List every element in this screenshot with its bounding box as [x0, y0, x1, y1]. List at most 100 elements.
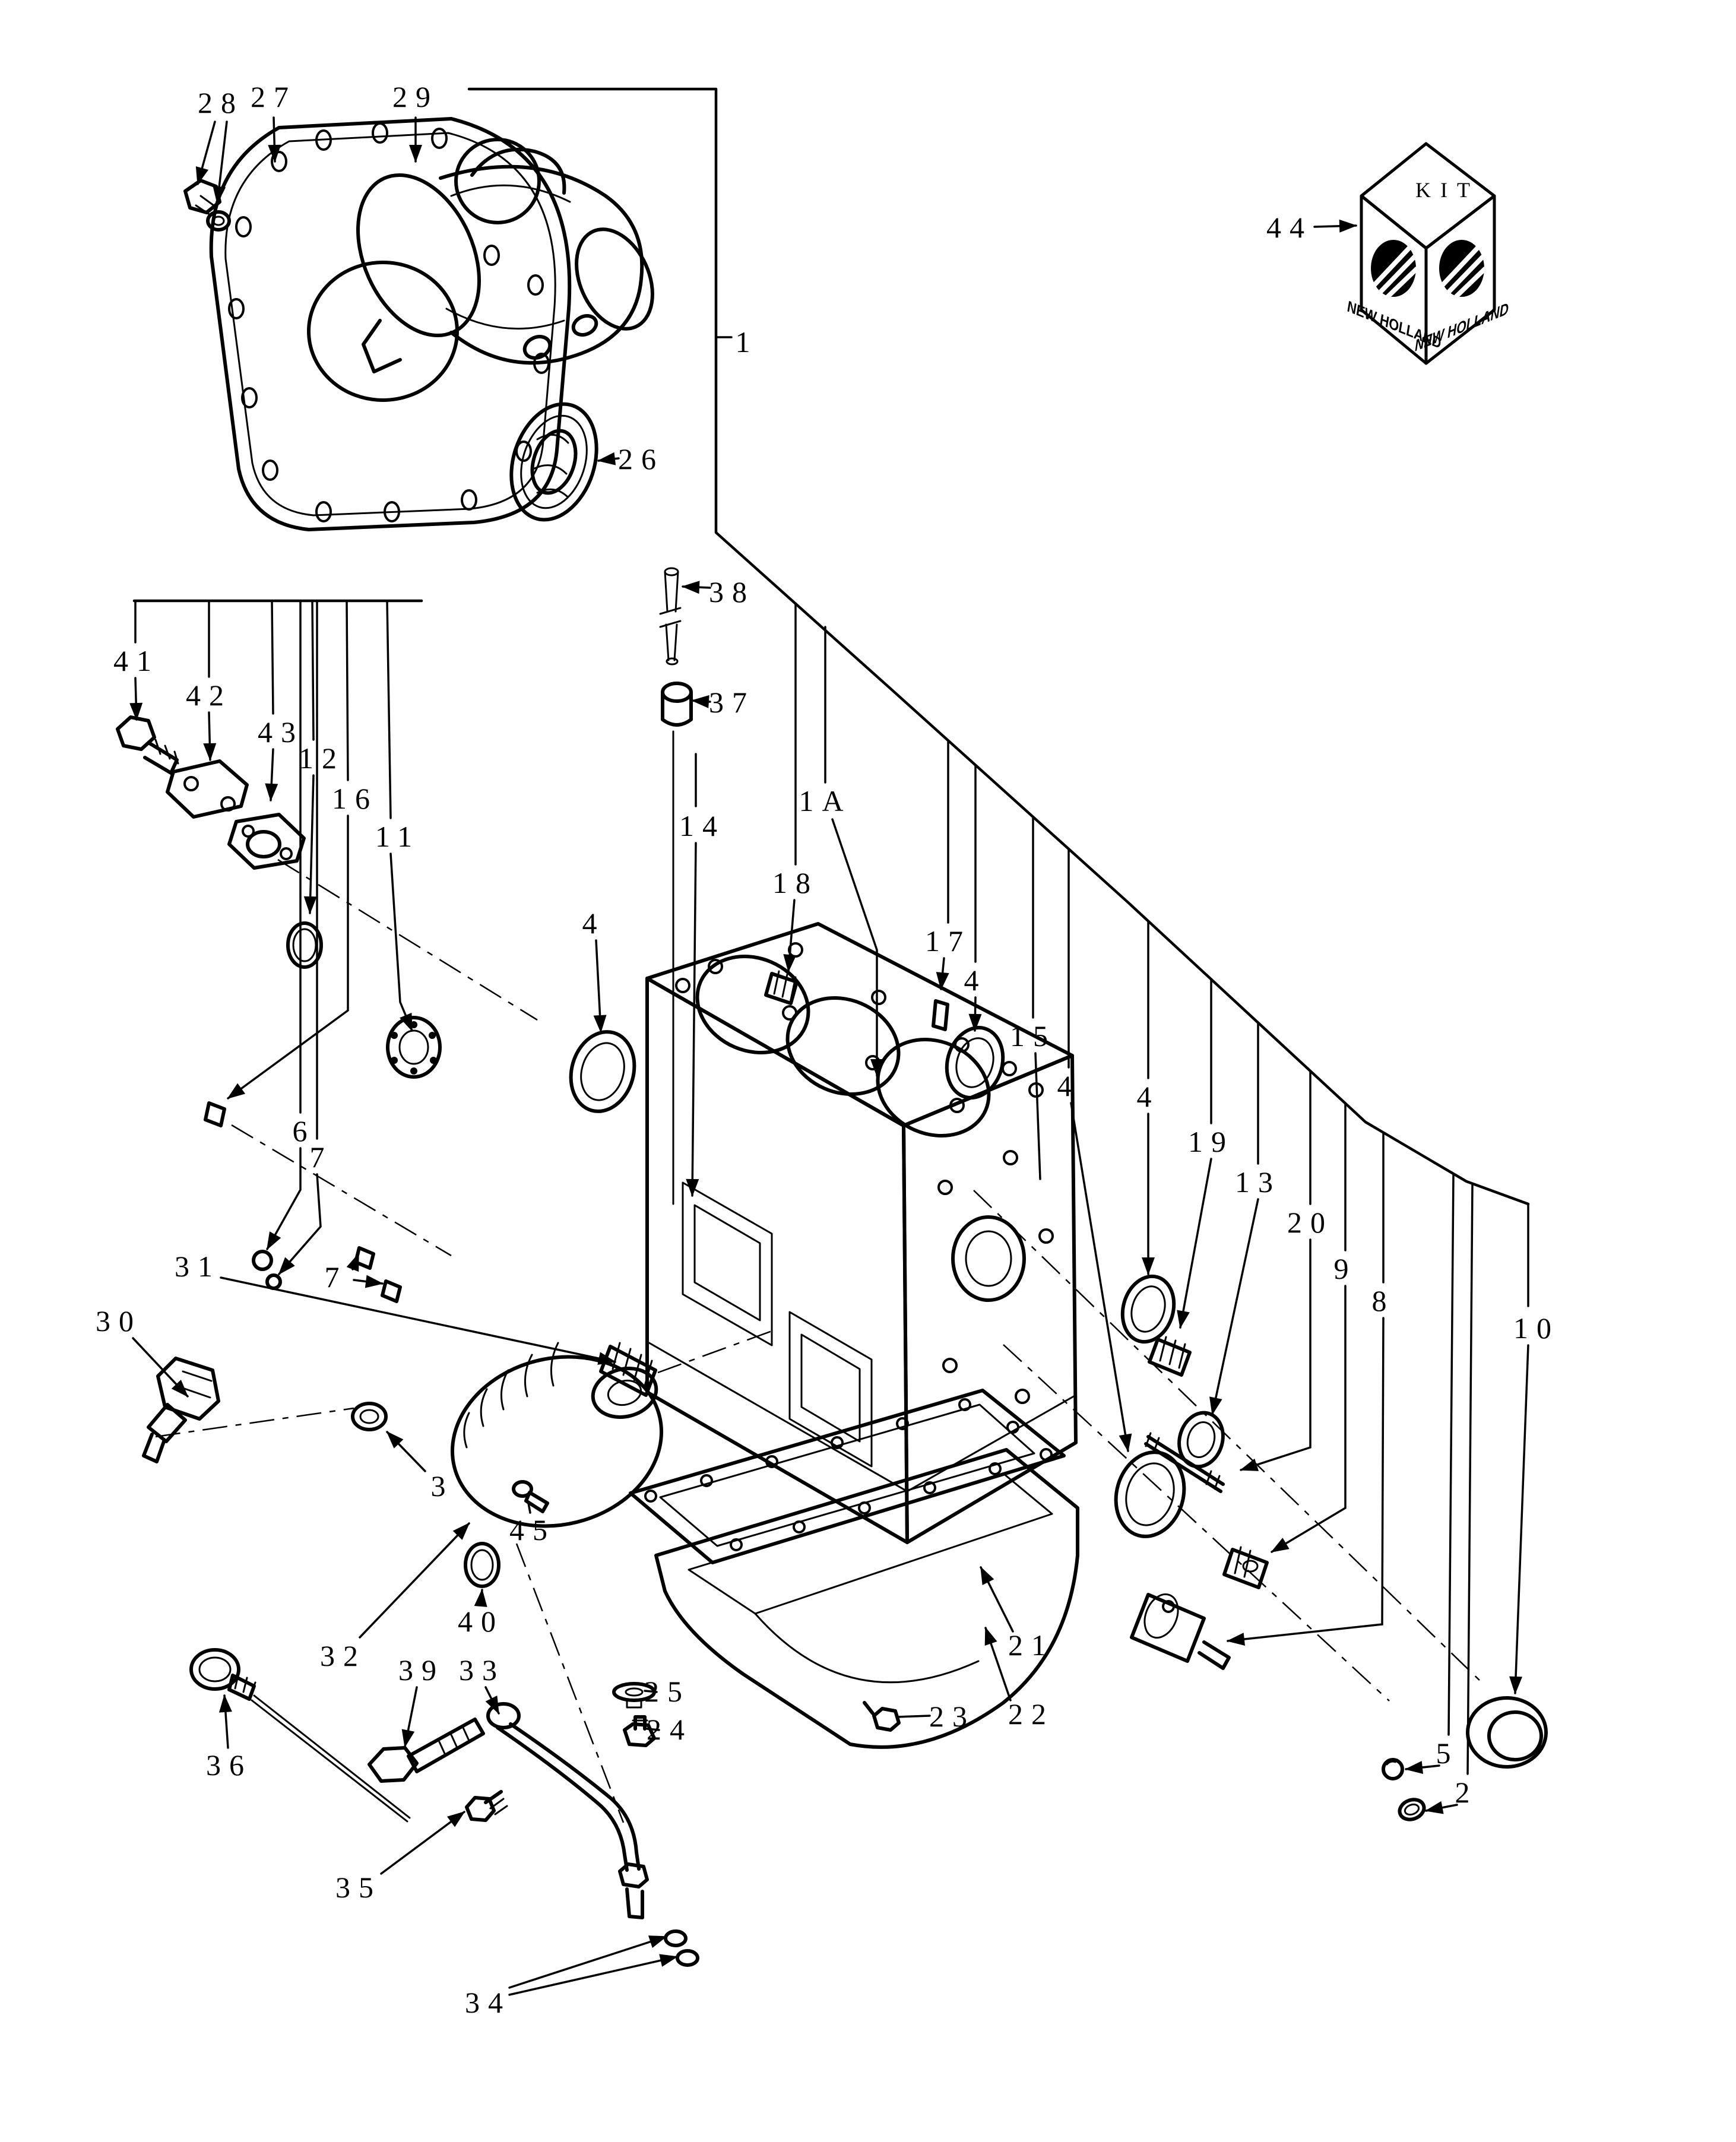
stud-part [1144, 1432, 1225, 1493]
callout-label-40: 40 [458, 1605, 504, 1638]
callout-label-9: 9 [1334, 1252, 1357, 1285]
oil-pan-part [654, 1448, 1079, 1749]
callout-label-1: 1 [736, 325, 759, 359]
front-plate-part [209, 117, 572, 531]
leader-line-26 [597, 452, 620, 465]
leader-line-42 [203, 711, 217, 761]
starter-motor-part [356, 147, 654, 373]
leader-line-12 [303, 774, 317, 914]
leader-line-11 [386, 600, 392, 819]
leader-line-45 [527, 1502, 531, 1514]
leader-line-31 [220, 1276, 616, 1365]
leader-line-38 [682, 581, 711, 594]
callout-label-27: 27 [251, 80, 297, 113]
callout-label-21: 21 [1008, 1628, 1054, 1662]
plate-bolt-holes [228, 122, 550, 522]
callout-label-29: 29 [392, 80, 439, 113]
side-cover-part [166, 759, 249, 819]
camshaft-bushing-part [1466, 1696, 1548, 1769]
bearing-part [386, 1016, 442, 1079]
front-seal-part [509, 402, 598, 522]
check-ball-part [1382, 1758, 1404, 1780]
leader-line-39 [401, 1686, 418, 1748]
small-bolt-part [512, 1480, 549, 1513]
tube-bolt-part [465, 1790, 508, 1822]
callout-label-44: 44 [1266, 211, 1313, 244]
axis-right-upper [973, 1190, 1485, 1685]
callout-label-26: 26 [618, 442, 664, 476]
leader-line-36 [218, 1694, 232, 1749]
callout-label-25: 25 [644, 1675, 690, 1708]
callout-label-23: 23 [929, 1700, 975, 1733]
leader-line-1A [831, 818, 883, 1077]
bushing-13-part [1177, 1411, 1225, 1469]
camshaft-rear-seal-part [945, 1025, 1005, 1100]
leader-line-34 [508, 1954, 678, 1996]
leader-line-14 [686, 842, 699, 1197]
leader-line-32 [359, 1522, 470, 1639]
relief-valve-part [1130, 1593, 1231, 1670]
cylinder-block-part [645, 922, 1078, 1544]
cup-plug-part [1398, 1798, 1426, 1821]
leader-line-21 [980, 1566, 1014, 1633]
kit-box: KIT NEW HOLLAND NEW HOLLAND [1347, 142, 1509, 365]
leader-line-8 [1227, 1317, 1385, 1646]
callout-label-4L: 4 [582, 907, 606, 940]
leader-line-44 [1313, 219, 1357, 233]
callout-label-43: 43 [258, 715, 304, 749]
o-ring-40-part [464, 1542, 500, 1588]
callout-label-7a: 7 [310, 1140, 333, 1174]
plug-9-part [1222, 1546, 1269, 1589]
leader-line-41 [129, 677, 143, 721]
callout-label-28: 28 [198, 86, 244, 119]
small-pin-part [932, 999, 949, 1031]
pan-gasket-part [629, 1389, 1066, 1564]
tappet-part [661, 682, 693, 727]
leader-line-43 [271, 600, 274, 715]
callout-label-32: 32 [320, 1639, 366, 1672]
leader-line-33 [484, 1686, 500, 1715]
callout-label-17: 17 [925, 924, 971, 958]
leader-line-10 [1509, 1344, 1529, 1694]
oil-plug-fitting-part [764, 970, 799, 1005]
callout-label-41: 41 [113, 644, 160, 677]
callout-label-42: 42 [186, 679, 232, 712]
grease-fitting-part [1148, 1336, 1192, 1377]
callout-label-15: 15 [1010, 1019, 1056, 1053]
leader-line-2 [1466, 1183, 1474, 1775]
dipstick-tube-part [486, 1702, 649, 1919]
leader-line-35 [380, 1811, 465, 1875]
callout-label-22: 22 [1008, 1697, 1054, 1731]
leader-line-7b [353, 1275, 384, 1288]
callout-label-14: 14 [679, 809, 726, 842]
leader-line-28 [195, 121, 216, 185]
callout-label-35: 35 [335, 1871, 382, 1904]
axis-drain [515, 1543, 625, 1823]
callout-label-8: 8 [1372, 1284, 1395, 1317]
leader-line-30 [132, 1337, 189, 1398]
axis-oil-switch [155, 1407, 354, 1438]
leader-line-22 [984, 1627, 1012, 1701]
callout-label-5: 5 [1436, 1737, 1459, 1770]
callout-label-39: 39 [398, 1653, 445, 1687]
leader-line-17 [936, 957, 949, 990]
callout-label-16: 16 [332, 782, 378, 815]
leader-line-20 [1240, 1238, 1311, 1471]
leader-line-16 [227, 815, 349, 1099]
pan-bolt-part [863, 1701, 901, 1732]
filter-stud-bolt-part [368, 1718, 485, 1783]
leader-line-9 [1271, 1285, 1347, 1553]
callout-label-11: 11 [375, 820, 420, 853]
axis-balls [231, 1124, 452, 1257]
callout-label-24: 24 [647, 1713, 693, 1746]
new-holland-leaf-icon [1439, 240, 1487, 301]
dowel-pin-part [204, 1101, 226, 1127]
brand-text-right: NEW HOLLAND [1415, 299, 1509, 355]
callout-label-31: 31 [175, 1250, 221, 1283]
callout-label-13: 13 [1235, 1165, 1281, 1199]
cover-gasket-part [227, 813, 306, 870]
axis-right-lower [1003, 1344, 1390, 1701]
dipstick-part [189, 1648, 411, 1823]
leader-line-15 [1034, 1052, 1041, 1180]
